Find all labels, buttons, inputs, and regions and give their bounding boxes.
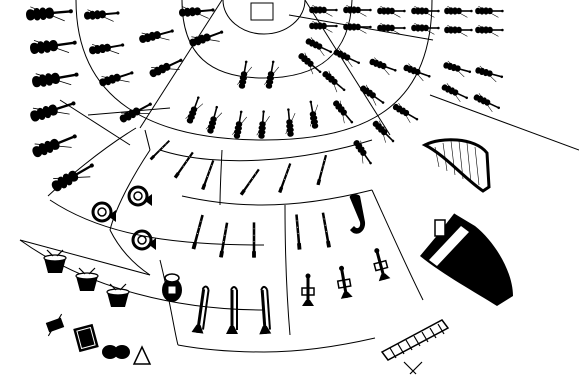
violin-icon <box>444 6 472 17</box>
violin-icon <box>368 56 399 76</box>
cello-icon <box>98 67 136 91</box>
violin-icon <box>369 118 397 146</box>
cello-icon <box>147 54 185 82</box>
french-horn-icon <box>129 187 152 206</box>
harp-icon <box>425 140 489 191</box>
trumpet-icon <box>335 265 352 299</box>
violin-icon <box>357 83 387 109</box>
trombone-icon <box>192 285 210 333</box>
double-bass-icon <box>28 95 78 126</box>
oboe-icon <box>174 151 194 178</box>
timpani-icon <box>76 268 98 291</box>
trumpet-icon <box>302 274 314 307</box>
cello-icon <box>138 25 176 48</box>
saxophone-icon <box>350 194 365 234</box>
oboe-icon <box>219 222 229 257</box>
bass-drum-icon <box>73 324 99 352</box>
woodwind-section <box>150 140 331 258</box>
tuba-icon <box>162 274 182 302</box>
double-bass-icon <box>29 34 78 57</box>
timpani-icon <box>44 250 66 273</box>
triangle-icon <box>134 347 150 364</box>
bassoon-icon <box>252 222 256 257</box>
clarinet-icon <box>321 212 331 247</box>
violin-icon <box>309 5 337 16</box>
timpani-icon <box>107 284 129 307</box>
cello-icon <box>84 7 121 24</box>
violin-icon <box>319 69 348 96</box>
snare-drum-icon <box>43 314 67 336</box>
trombone-icon <box>226 287 238 334</box>
violin-icon <box>284 108 298 137</box>
horn-section <box>93 187 156 250</box>
cello-section <box>84 4 226 127</box>
french-horn-icon <box>133 231 156 250</box>
violin-icon <box>232 110 248 140</box>
violin-icon <box>402 62 433 82</box>
bassoon-icon <box>278 163 292 193</box>
brass-section <box>162 247 390 335</box>
clarinet-icon <box>240 168 260 195</box>
violin-icon <box>475 25 503 36</box>
cello-icon <box>88 39 125 59</box>
trumpet-icon <box>370 247 390 281</box>
clarinet-icon <box>201 160 215 190</box>
double-bass-section <box>25 3 98 196</box>
violin-icon <box>471 92 502 114</box>
double-bass-icon <box>25 3 73 24</box>
violin-icon <box>184 95 204 126</box>
grand-piano-icon <box>420 214 513 306</box>
violin-icon <box>329 98 356 127</box>
violin-icon <box>444 25 472 36</box>
violin-icon <box>411 23 439 34</box>
violin-icon <box>306 100 322 130</box>
violin-icon <box>474 65 504 83</box>
french-horn-icon <box>93 203 116 222</box>
percussion-section <box>43 250 150 364</box>
violin-icon <box>377 6 405 17</box>
double-bass-icon <box>49 158 98 196</box>
violin-icon <box>411 6 439 17</box>
violin-icon <box>205 105 223 135</box>
oboe-icon <box>192 215 205 250</box>
xylophone-icon <box>382 320 448 374</box>
podium-icon <box>251 3 273 20</box>
violin-section <box>184 60 321 140</box>
violin-icon <box>343 5 371 16</box>
violin-icon <box>237 60 253 90</box>
violin-icon <box>475 6 503 17</box>
trombone-icon <box>256 287 271 335</box>
cymbals-icon <box>102 345 130 359</box>
double-bass-icon <box>30 128 80 161</box>
violin-icon <box>343 22 371 33</box>
flute-icon <box>150 140 171 161</box>
violin-icon <box>390 101 420 125</box>
violin-icon <box>256 110 270 139</box>
violin-icon <box>264 60 280 90</box>
clarinet-icon <box>295 214 302 249</box>
violin-icon <box>439 82 470 104</box>
double-bass-icon <box>31 66 80 91</box>
bassoon-icon <box>316 155 327 186</box>
violin-icon <box>442 60 472 78</box>
